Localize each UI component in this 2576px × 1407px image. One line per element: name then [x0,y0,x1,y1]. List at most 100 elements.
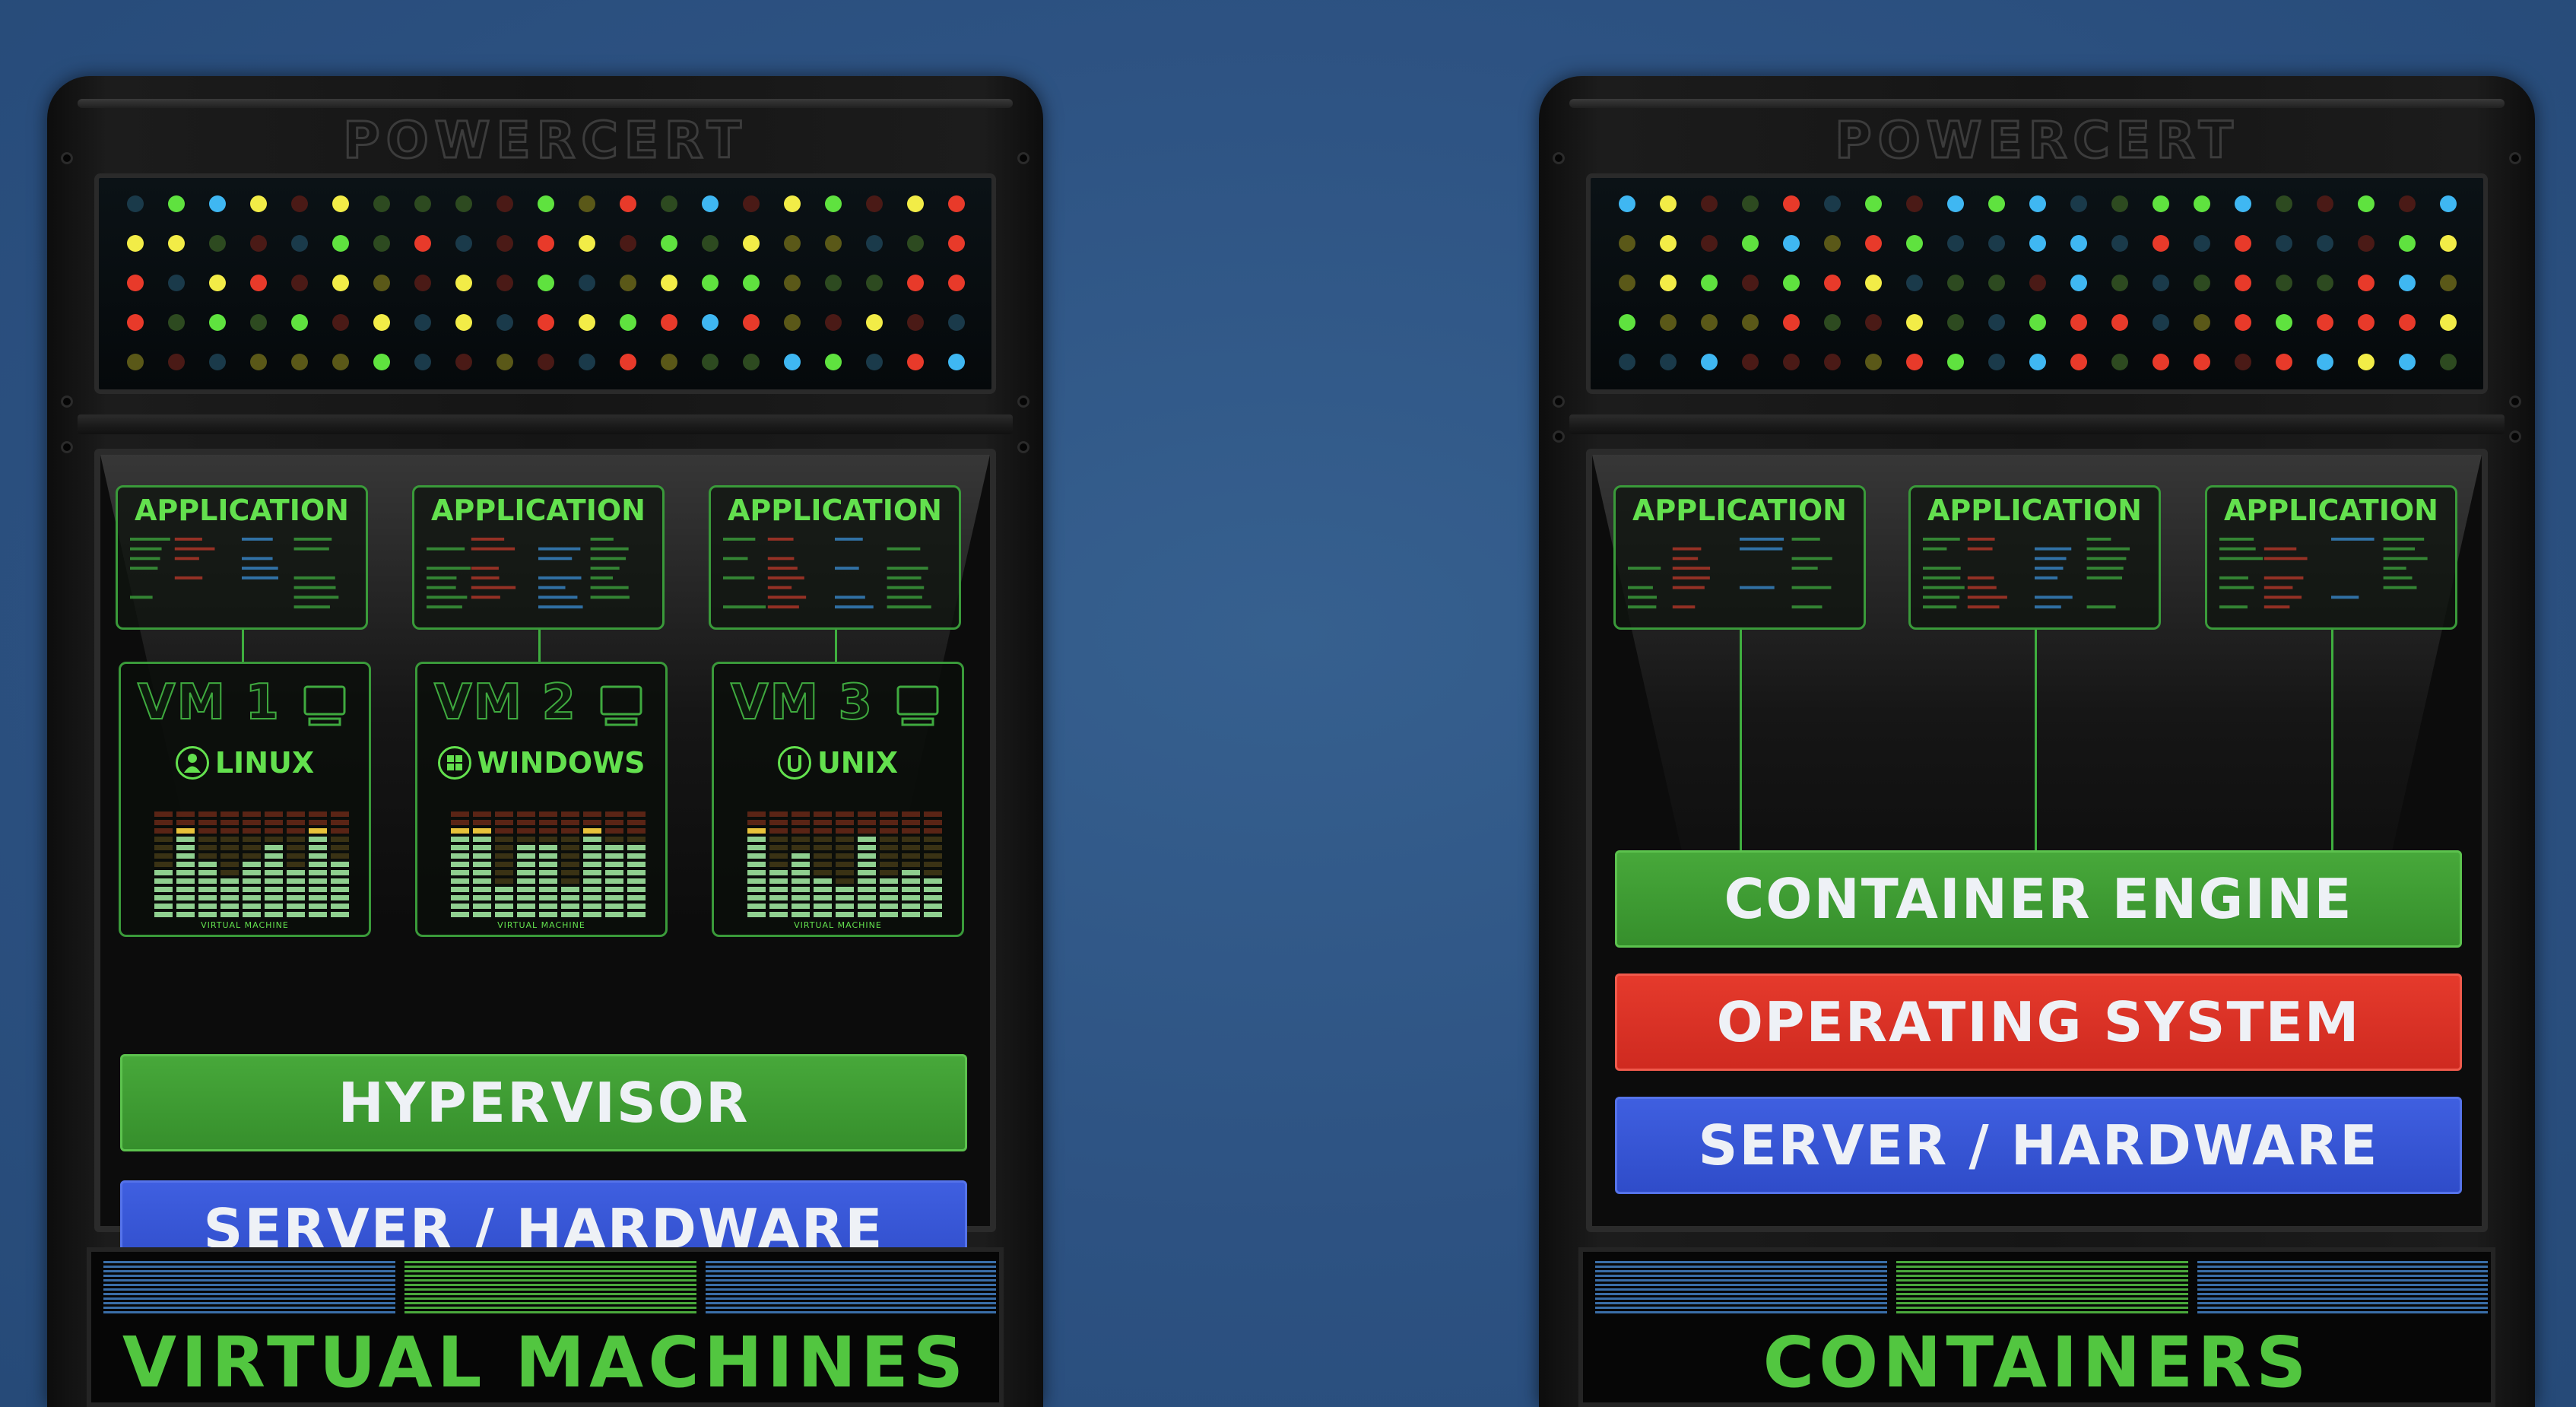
rack-top-cap [1569,99,2505,108]
resource-usage-graph [451,811,646,917]
graph-segment [309,878,327,884]
readout-line [1672,547,1702,551]
readout-line [538,547,581,551]
os-label: UNIX [817,746,899,780]
status-led [1660,354,1677,370]
readout-line [538,596,578,599]
graph-segment [814,887,832,892]
graph-segment [880,811,898,817]
graph-segment [627,870,646,875]
graph-segment [287,904,305,909]
graph-segment [561,870,579,875]
status-led [907,275,924,291]
status-led [2440,275,2457,291]
graph-segment [451,904,469,909]
status-led [784,275,801,291]
readout-line [293,586,336,589]
readout-line [174,557,199,561]
vent-slat [1896,1311,2188,1313]
screw-icon [61,152,73,164]
readout-line [1739,547,1783,551]
status-led [496,235,513,252]
graph-segment [331,845,349,850]
status-led [2070,195,2087,212]
graph-segment [836,912,854,917]
status-led [1783,275,1800,291]
graph-segment [331,904,349,909]
status-led [2235,235,2251,252]
vent-slat [2197,1307,2488,1309]
vent-slat [404,1311,696,1313]
graph-segment [517,828,535,834]
connector-line [2331,630,2333,850]
readout-line [1628,596,1658,599]
screw-icon [1017,152,1029,164]
graph-segment [747,820,766,825]
operating-system-layer: OPERATING SYSTEM [1615,973,2462,1071]
status-led [743,275,760,291]
status-led [373,195,390,212]
status-led [907,354,924,370]
graph-segment [473,828,491,834]
status-led [1783,354,1800,370]
graph-segment [265,870,283,875]
readout-line [2330,537,2375,541]
graph-segment [473,811,491,817]
status-led [1988,275,2005,291]
status-led [907,195,924,212]
status-led [496,195,513,212]
graph-segment [539,828,557,834]
graph-segment [309,904,327,909]
readout-line [887,567,928,570]
graph-segment [287,862,305,867]
application-box: APPLICATION [709,485,961,630]
status-led [2194,235,2210,252]
readout-line [887,596,922,599]
vent-slat [2197,1261,2488,1263]
readout-line [293,596,339,599]
graph-segment [858,912,876,917]
graph-segment [176,904,195,909]
status-led [866,235,883,252]
graph-segment [287,820,305,825]
status-led [1906,195,1923,212]
vent-slat [2197,1293,2488,1295]
readout-line [887,605,931,609]
monitor-icon [896,685,939,726]
graph-segment [495,837,513,842]
status-led [2070,314,2087,331]
graph-segment [309,870,327,875]
graph-segment [539,820,557,825]
graph-segment [583,845,601,850]
vent-slat [103,1297,395,1300]
graph-segment [605,878,623,884]
application-readout [723,537,931,609]
status-led [2029,235,2046,252]
server-rack-virtual-machines: POWERCERT APPLICATION APPLICATION APPLIC… [47,76,1043,1407]
connector-line [835,630,837,662]
status-led [250,275,267,291]
application-box: APPLICATION [412,485,665,630]
graph-segment [539,845,557,850]
graph-segment [769,828,788,834]
readout-line [2219,547,2256,551]
vent-slat [706,1275,996,1277]
virtual-machine-box: VM 3 UNIX VIRTUAL MACHINE [712,662,964,937]
status-led [2440,195,2457,212]
graph-segment [451,820,469,825]
status-led [2235,275,2251,291]
graph-segment [451,811,469,817]
graph-segment [792,878,810,884]
graph-segment [792,862,810,867]
status-led [743,235,760,252]
status-led [250,235,267,252]
status-led [414,314,431,331]
graph-segment [309,912,327,917]
graph-segment [154,828,173,834]
readout-line [2086,537,2111,541]
graph-segment [605,828,623,834]
status-led [1742,314,1759,331]
status-led [661,314,677,331]
os-label: LINUX [214,746,315,780]
status-led [948,354,965,370]
